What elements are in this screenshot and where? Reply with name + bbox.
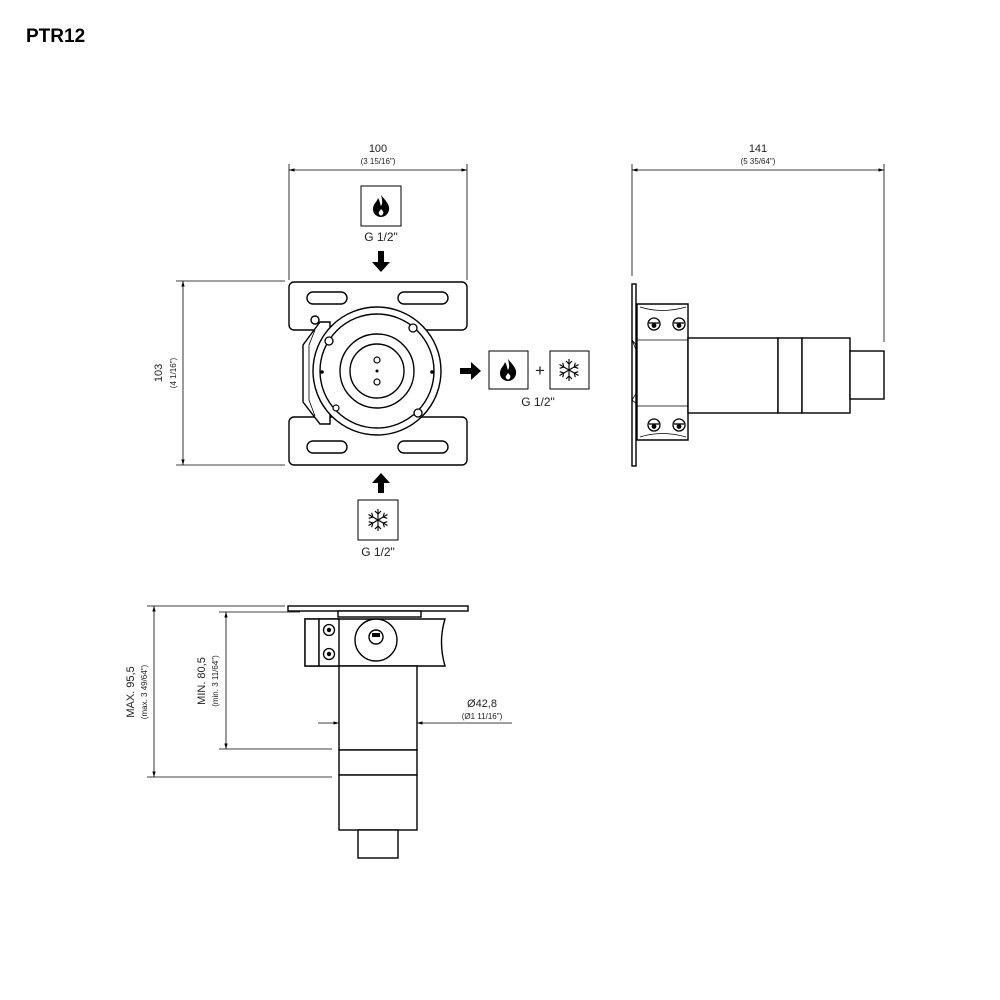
arrow-right-icon — [460, 362, 481, 380]
side-plate — [631, 283, 637, 467]
cold-inlet: G 1/2" — [357, 473, 399, 559]
mixed-outlet: + G 1/2" — [460, 350, 590, 409]
page-title: PTR12 — [26, 26, 86, 47]
min-dimension: MIN. 80,5 (min. 3 11/64") — [196, 611, 332, 750]
height-dimension: 103 (4 1/16") — [153, 280, 285, 466]
hot-inlet-label: G 1/2" — [364, 230, 398, 244]
bottom-view: MAX. 95,5 (max. 3 49/64") MIN. 80,5 (min… — [125, 605, 512, 859]
screw-icon — [672, 317, 686, 331]
max-dim-inch: (max. 3 49/64") — [140, 664, 149, 719]
min-dim-value: MIN. 80,5 — [196, 657, 208, 705]
cold-inlet-label: G 1/2" — [361, 545, 395, 559]
arrow-down-icon — [372, 251, 390, 272]
side-spindle — [849, 350, 885, 400]
diameter-dim-value: Ø42,8 — [467, 698, 497, 710]
width-dimension: 100 (3 15/16") — [288, 143, 468, 280]
screw-icon — [647, 418, 661, 432]
diameter-dimension: Ø42,8 (Ø1 11/16") — [318, 698, 512, 725]
width-dim-value: 100 — [369, 143, 387, 155]
arrow-up-icon — [372, 473, 390, 493]
length-dimension: 141 (5 35/64") — [631, 143, 885, 342]
max-dimension: MAX. 95,5 (max. 3 49/64") — [125, 605, 332, 778]
side-body — [687, 337, 779, 414]
height-dim-inch: (4 1/16") — [169, 357, 178, 388]
plus-sign: + — [535, 361, 545, 380]
min-dim-inch: (min. 3 11/64") — [211, 655, 220, 707]
diameter-dim-inch: (Ø1 11/16") — [462, 712, 503, 721]
mixed-outlet-label: G 1/2" — [521, 395, 555, 409]
max-dim-value: MAX. 95,5 — [125, 666, 137, 717]
side-view: 141 (5 35/64") — [631, 143, 885, 467]
width-dim-inch: (3 15/16") — [361, 157, 396, 166]
bottom-body — [338, 665, 418, 751]
bottom-spindle — [357, 829, 399, 859]
screw-icon — [672, 418, 686, 432]
screw-icon — [647, 317, 661, 331]
height-dim-value: 103 — [153, 364, 165, 382]
hot-inlet: G 1/2" — [360, 185, 402, 272]
length-dim-inch: (5 35/64") — [741, 157, 776, 166]
bottom-plate — [287, 605, 469, 612]
length-dim-value: 141 — [749, 143, 767, 155]
front-view: 100 (3 15/16") 103 (4 1/16") G 1/2" — [153, 143, 590, 559]
